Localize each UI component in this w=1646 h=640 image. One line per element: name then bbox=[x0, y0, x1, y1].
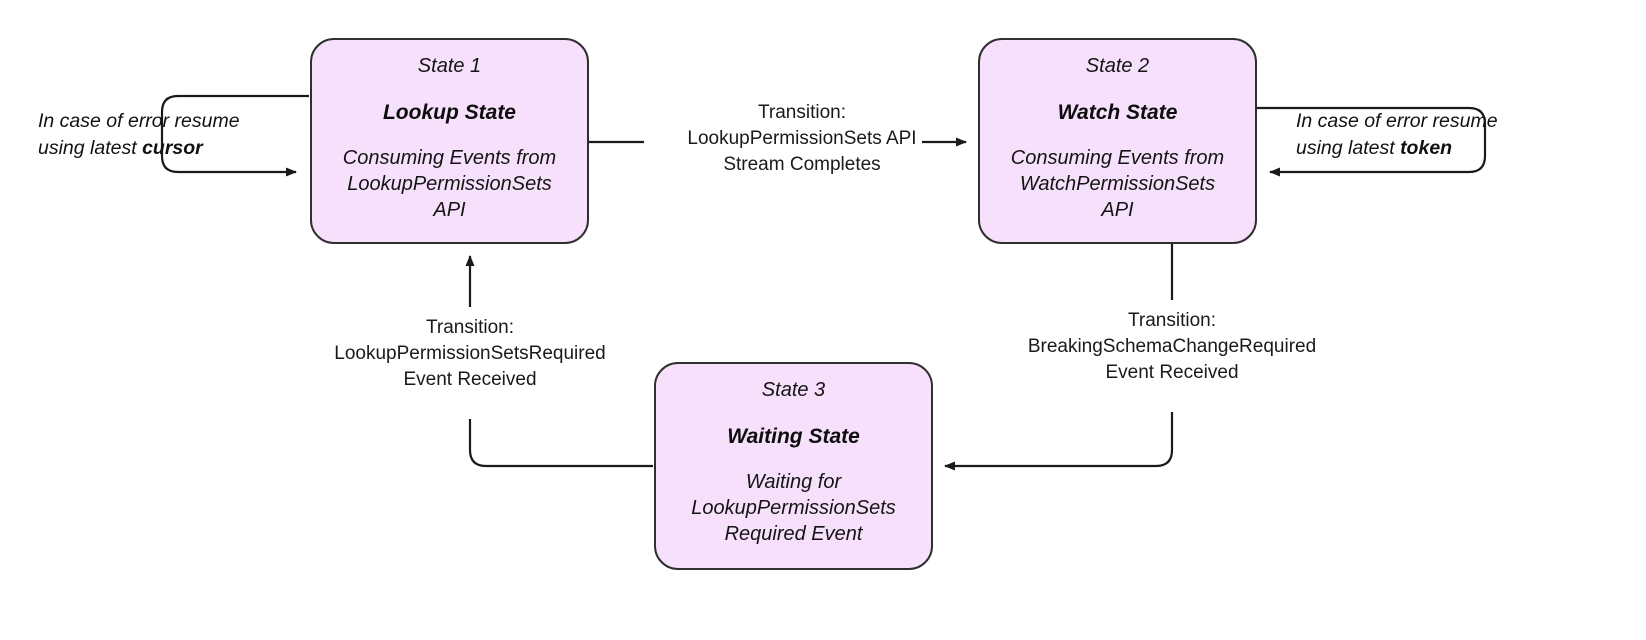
self-loop-line-2-prefix: using latest bbox=[1296, 137, 1401, 159]
state-description: Waiting for LookupPermissionSets Require… bbox=[691, 471, 896, 545]
self-loop-line-1: In case of error resume bbox=[38, 110, 240, 132]
state-name-label: Waiting State bbox=[727, 425, 860, 448]
state-name-label: Watch State bbox=[1057, 101, 1178, 124]
transition-label-watch-to-waiting: Transition: BreakingSchemaChangeRequired… bbox=[1027, 310, 1317, 383]
state-description: Consuming Events from LookupPermissionSe… bbox=[342, 147, 557, 221]
self-loop-label-watch-retry: In case of error resume using latest tok… bbox=[1296, 108, 1546, 162]
state-box-lookup[interactable]: State 1 Lookup State Consuming Events fr… bbox=[310, 38, 589, 244]
state-description: Consuming Events from WatchPermissionSet… bbox=[1010, 147, 1225, 221]
state-name-label: Lookup State bbox=[382, 101, 516, 124]
self-loop-keyword: token bbox=[1400, 137, 1453, 159]
self-loop-label-lookup-retry: In case of error resume using latest cur… bbox=[38, 108, 288, 162]
state-box-waiting[interactable]: State 3 Waiting State Waiting for Lookup… bbox=[654, 362, 933, 570]
state-id-label: State 1 bbox=[417, 55, 482, 77]
state-id-label: State 2 bbox=[1085, 55, 1150, 77]
self-loop-keyword: cursor bbox=[142, 137, 203, 159]
self-loop-line-2: using latest token bbox=[1296, 135, 1546, 162]
state-box-watch[interactable]: State 2 Watch State Consuming Events fro… bbox=[978, 38, 1257, 244]
self-loop-line-2: using latest cursor bbox=[38, 135, 288, 162]
transition-label-waiting-to-lookup: Transition: LookupPermissionSetsRequired… bbox=[334, 317, 606, 390]
self-loop-line-2-prefix: using latest bbox=[38, 137, 143, 159]
state-id-label: State 3 bbox=[761, 379, 826, 401]
transition-label-lookup-to-watch: Transition: LookupPermissionSets API Str… bbox=[687, 102, 917, 175]
self-loop-line-1: In case of error resume bbox=[1296, 110, 1498, 132]
